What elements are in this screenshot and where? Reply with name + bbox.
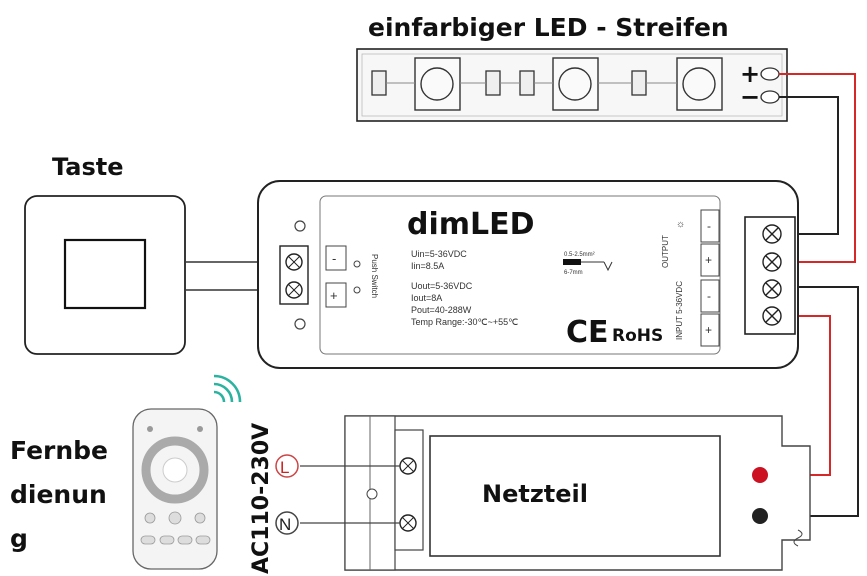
input-minus: - [707,289,711,303]
spec-pout: Pout=40-288W [411,305,472,315]
push-switch-terminal [279,245,309,305]
wire-gauge-label: 0.5-2.5mm² [564,252,595,258]
wifi-icon [213,374,242,403]
output-plus: + [705,253,712,267]
remote-label-line3: g [10,524,28,553]
remote-label-line2: dienun [10,480,107,509]
push-button-key[interactable] [63,238,147,310]
strip-minus-sign: − [740,83,760,111]
psu-red-terminal [752,467,768,483]
output-input-terminal [744,216,796,335]
psu-l-terminal-icon [275,454,299,478]
wire-black-output [772,96,839,235]
button-label: Taste [52,153,124,181]
rohs-mark: RoHS [612,326,663,346]
psu-label: Netzteil [482,480,588,508]
push-button[interactable] [24,195,186,355]
output-minus: - [707,219,711,233]
spec-uout: Uout=5-36VDC [411,281,473,291]
remote-touch-wheel[interactable] [141,436,209,504]
led-strip-title: einfarbiger LED - Streifen [368,13,729,42]
dimmer-controller: - + Push Switch dimLED Uin=5-36VDC Iin=8… [257,180,799,369]
led-chip-icon [414,57,723,111]
psu-n-label: N [279,515,291,534]
switch-plus: + [330,288,338,303]
strip-pad-plus [760,67,780,81]
led-strip: + − [356,48,788,122]
psu-n-terminal-icon [275,511,299,535]
strip-pad-minus [760,90,780,104]
power-supply: L N Netzteil [275,415,811,571]
ce-mark: CE [566,315,609,350]
push-switch-label: Push Switch [370,254,379,298]
spec-iout: Iout=8A [411,293,442,303]
psu-black-terminal [752,508,768,524]
input-label: INPUT 5-36VDC [675,281,684,340]
ac-voltage-label: AC110-230V [249,423,274,574]
input-plus: + [705,323,712,337]
output-led-icon: ☼ [676,219,685,230]
remote-control[interactable] [132,408,218,570]
output-label: OUTPUT [661,235,670,268]
wire-strip-label: 6-7mm [564,270,583,276]
wire-red-output [772,73,856,263]
spec-uin: Uin=5-36VDC [411,249,467,259]
spec-temp: Temp Range:-30℃~+55℃ [411,317,518,327]
switch-minus: - [332,251,336,266]
psu-l-label: L [280,458,289,477]
strip-plus-sign: + [740,60,760,88]
spec-iin: Iin=8.5A [411,261,444,271]
brand-label: dimLED [407,207,535,242]
remote-label-line1: Fernbe [10,436,108,465]
